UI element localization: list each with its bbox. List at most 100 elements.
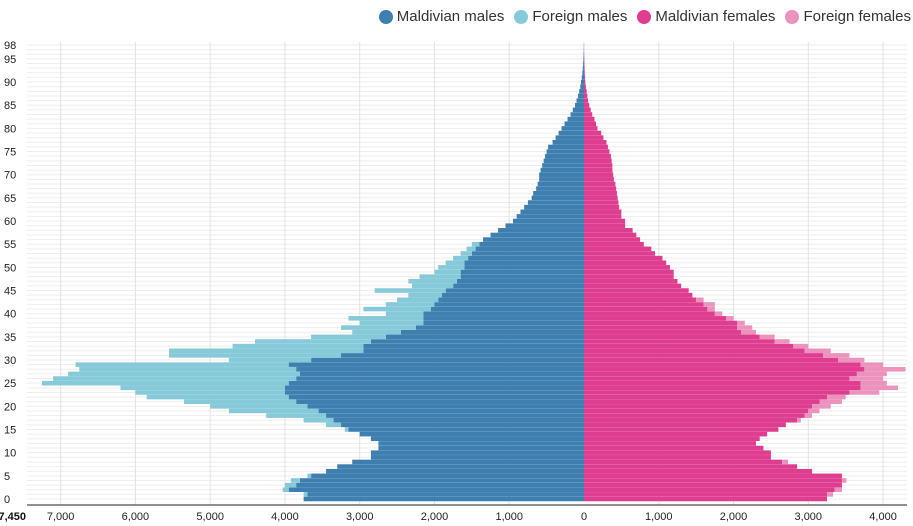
bar-maldivian-females: [584, 441, 756, 446]
bar-foreign-males: [284, 482, 297, 488]
bar-foreign-males: [359, 320, 424, 326]
bar-maldivian-males: [296, 376, 584, 381]
bar-foreign-females: [804, 348, 831, 354]
bar-foreign-males: [397, 297, 439, 303]
bar-foreign-males: [146, 394, 289, 400]
bar-maldivian-females: [584, 320, 738, 326]
bar-maldivian-females: [584, 459, 783, 465]
bar-foreign-females: [703, 302, 715, 307]
bar-foreign-males: [385, 311, 424, 316]
y-tick-label: 30: [4, 355, 16, 367]
bar-maldivian-males: [536, 186, 584, 191]
bar-foreign-males: [348, 316, 424, 321]
bar-maldivian-males: [415, 325, 584, 330]
bar-maldivian-males: [341, 422, 584, 428]
bar-foreign-females: [838, 357, 865, 363]
y-tick-label: 50: [4, 262, 16, 274]
bar-maldivian-females: [584, 413, 805, 418]
bar-foreign-males: [363, 306, 431, 312]
bar-maldivian-females: [584, 292, 693, 298]
bar-maldivian-females: [584, 353, 824, 358]
bar-foreign-males: [445, 260, 465, 266]
bar-maldivian-males: [284, 390, 584, 395]
bar-foreign-females: [841, 478, 847, 483]
bar-maldivian-females: [584, 209, 622, 215]
x-tick-label: 6,000: [122, 511, 150, 523]
bar-foreign-males: [466, 246, 476, 252]
bar-maldivian-females: [584, 158, 612, 164]
bar-maldivian-females: [584, 343, 794, 349]
bar-maldivian-males: [299, 478, 584, 483]
bar-foreign-males: [75, 362, 289, 367]
bar-maldivian-males: [581, 75, 584, 80]
y-tick-label: 95: [4, 54, 16, 66]
bar-maldivian-females: [584, 107, 591, 113]
bar-foreign-females: [860, 385, 899, 391]
bar-maldivian-males: [311, 357, 584, 363]
bar-maldivian-males: [575, 102, 584, 108]
y-tick-label: 5: [4, 471, 10, 483]
bar-maldivian-males: [548, 144, 584, 150]
bar-foreign-males: [282, 487, 289, 493]
legend-item-foreign-males[interactable]: Foreign males: [514, 8, 627, 25]
bar-maldivian-females: [584, 130, 602, 136]
bar-maldivian-females: [584, 348, 805, 354]
bar-foreign-males: [53, 376, 297, 381]
bar-maldivian-females: [584, 380, 861, 386]
bar-maldivian-females: [584, 121, 596, 127]
bar-maldivian-males: [370, 436, 584, 442]
y-tick-label: 60: [4, 216, 16, 228]
bar-foreign-females: [826, 394, 846, 400]
legend-item-maldivian-females[interactable]: Maldivian females: [637, 8, 775, 25]
bar-maldivian-females: [584, 339, 775, 344]
bar-maldivian-females: [584, 93, 588, 99]
legend-item-foreign-females[interactable]: Foreign females: [785, 8, 911, 25]
bar-foreign-males: [341, 325, 416, 330]
bar-foreign-males: [408, 278, 457, 284]
bar-maldivian-males: [479, 241, 584, 247]
bar-maldivian-males: [460, 274, 584, 279]
bar-maldivian-females: [584, 269, 674, 275]
bar-maldivian-females: [584, 334, 760, 340]
bar-maldivian-males: [326, 413, 584, 418]
bar-foreign-females: [808, 408, 820, 414]
y-tick-label: 45: [4, 286, 16, 298]
axis-layer: 0510152025303540455055606570758085909598…: [0, 40, 907, 523]
bar-maldivian-males: [341, 353, 584, 358]
bar-foreign-females: [849, 390, 880, 395]
bar-maldivian-females: [584, 468, 813, 474]
bar-foreign-females: [823, 353, 850, 358]
bar-maldivian-males: [445, 288, 584, 293]
bar-foreign-males: [344, 427, 349, 432]
bar-maldivian-females: [584, 385, 861, 391]
bar-foreign-females: [726, 316, 734, 321]
bar-foreign-males: [303, 417, 334, 423]
bar-foreign-females: [793, 343, 809, 349]
bar-maldivian-males: [385, 334, 584, 340]
bar-maldivian-females: [584, 376, 850, 381]
bar-maldivian-males: [464, 260, 584, 266]
bar-foreign-males: [290, 478, 300, 483]
bar-maldivian-females: [584, 436, 760, 442]
bar-maldivian-females: [584, 241, 644, 247]
bar-foreign-females: [737, 320, 745, 326]
bar-maldivian-females: [584, 98, 589, 103]
bar-maldivian-males: [288, 487, 584, 493]
bar-maldivian-females: [584, 357, 839, 363]
bar-maldivian-males: [582, 65, 584, 71]
bar-maldivian-males: [400, 329, 584, 335]
bar-maldivian-females: [584, 404, 813, 409]
bar-maldivian-females: [584, 149, 610, 154]
bar-maldivian-males: [303, 496, 584, 502]
x-tick-label: 2,000: [421, 511, 449, 523]
bar-maldivian-females: [584, 394, 827, 400]
bar-maldivian-females: [584, 246, 652, 252]
bar-maldivian-females: [584, 223, 626, 228]
bar-maldivian-females: [584, 408, 809, 414]
legend-item-maldivian-males[interactable]: Maldivian males: [378, 8, 504, 25]
bar-maldivian-males: [438, 297, 584, 303]
bar-foreign-females: [860, 380, 887, 386]
bar-maldivian-males: [296, 482, 584, 488]
bar-maldivian-females: [584, 135, 604, 140]
